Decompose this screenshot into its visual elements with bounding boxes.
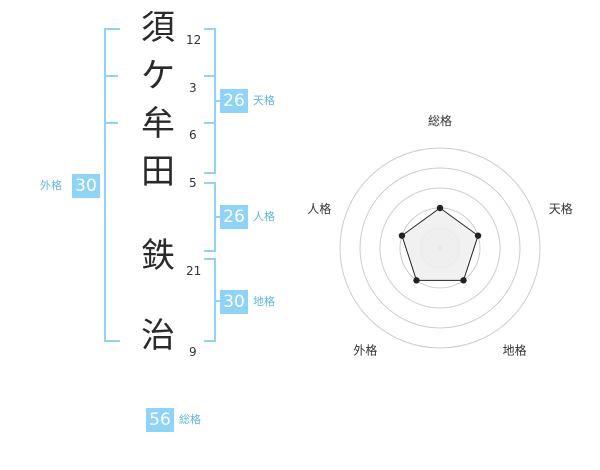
soukaku-value-badge: 56 <box>146 408 174 432</box>
chikaku-value-badge: 30 <box>220 290 248 314</box>
name-char-6: 治 <box>141 316 175 356</box>
radar-point <box>474 232 482 239</box>
radar-axis-label: 外格 <box>353 343 377 358</box>
stroke-count-3: 6 <box>189 128 197 142</box>
gaikaku-label: 外格 <box>40 179 62 192</box>
radar-ring <box>379 187 501 309</box>
chikaku-label: 地格 <box>253 295 275 308</box>
tenkaku-bracket-tick <box>204 75 214 77</box>
radar-point <box>398 232 406 239</box>
radar-axis-label: 人格 <box>307 201 331 216</box>
soukaku-label: 総格 <box>179 413 201 426</box>
outer-bracket <box>104 28 120 342</box>
jinkaku-label: 人格 <box>253 210 275 223</box>
outer-bracket-tick <box>106 75 118 77</box>
stroke-count-4: 5 <box>189 176 197 190</box>
radar-point <box>436 204 444 212</box>
name-char-2: ケ <box>141 56 175 96</box>
outer-bracket-tick <box>106 122 118 124</box>
name-char-5: 鉄 <box>141 236 175 276</box>
name-char-3: 牟 <box>141 104 175 144</box>
tenkaku-label: 天格 <box>253 94 275 107</box>
tenkaku-value-badge: 26 <box>220 89 248 113</box>
radar-point <box>413 277 420 284</box>
stroke-count-6: 9 <box>189 345 197 359</box>
gaikaku-value-badge: 30 <box>72 174 100 198</box>
radar-ring <box>339 147 541 349</box>
radar-axis-label: 地格 <box>503 343 527 358</box>
radar-axis-label: 総格 <box>428 113 452 128</box>
jinkaku-value-badge: 26 <box>220 205 248 229</box>
stroke-count-1: 12 <box>186 33 202 47</box>
tenkaku-bracket-tick <box>204 122 214 124</box>
name-char-1: 須 <box>141 8 175 48</box>
radar-area <box>401 207 479 281</box>
stroke-count-2: 3 <box>189 81 197 95</box>
radar-axis-label: 天格 <box>549 201 573 216</box>
jinkaku-bracket-connector <box>214 216 220 218</box>
radar-ring <box>359 167 521 329</box>
chikaku-bracket-connector <box>214 300 220 302</box>
name-char-4: 田 <box>141 152 175 192</box>
tenkaku-bracket-connector <box>214 100 220 102</box>
stroke-count-5: 21 <box>186 264 202 278</box>
radar-point <box>460 277 467 284</box>
